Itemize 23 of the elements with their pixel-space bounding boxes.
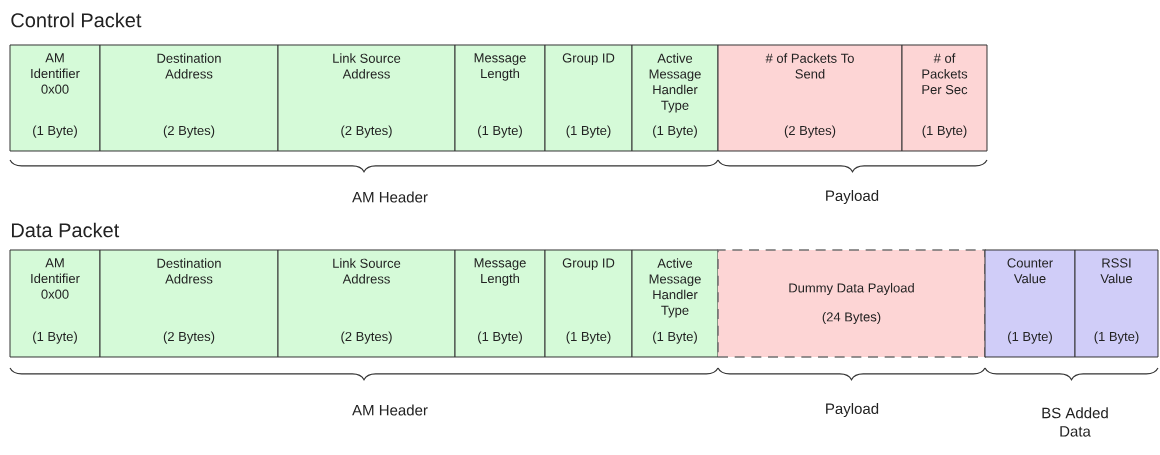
section-title: Data Packet: [12, 222, 120, 238]
packet-field: AM Identifier 0x00 (1 Byte): [9, 44, 101, 152]
packet-field: Group ID (1 Byte): [544, 249, 633, 358]
packet-field: Destination Address (2 Bytes): [99, 249, 279, 358]
brace-label: Payload: [826, 190, 879, 204]
brace-label: Payload: [826, 403, 879, 417]
packet-field: Destination Address (2 Bytes): [99, 44, 279, 152]
packet-field: Message Length (1 Byte): [454, 249, 546, 358]
packet-field: # of Packets Per Sec (1 Byte): [901, 44, 988, 152]
packet-field: AM Identifier 0x00 (1 Byte): [9, 249, 101, 358]
packet-field: Message Length (1 Byte): [454, 44, 546, 152]
brace-label: AM Header: [352, 191, 428, 203]
packet-field: Link Source Address (2 Bytes): [277, 44, 456, 152]
section-title: Control Packet: [11, 12, 142, 28]
packet-field: Active Message Handler Type (1 Byte): [631, 249, 719, 358]
packet-field: Active Message Handler Type (1 Byte): [631, 44, 719, 152]
brace-label: AM Header: [352, 404, 428, 416]
brace-label: BS Added Data: [1042, 407, 1108, 437]
packet-field: RSSI Value (1 Byte): [1074, 249, 1159, 358]
packet-field: Dummy Data Payload (24 Bytes): [717, 249, 986, 358]
packet-field: Link Source Address (2 Bytes): [277, 249, 456, 358]
packet-field: Group ID (1 Byte): [544, 44, 633, 152]
packet-field: Counter Value (1 Byte): [984, 249, 1076, 358]
